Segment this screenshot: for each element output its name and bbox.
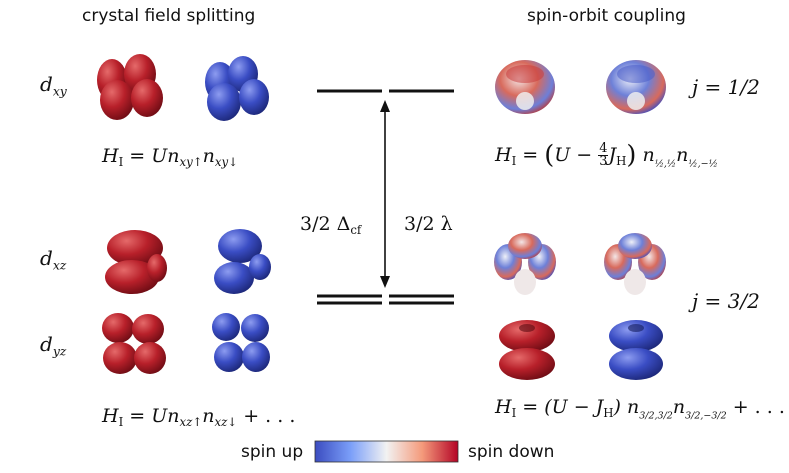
- orbital-j-three-halves-mixed-b: [604, 233, 666, 295]
- orbital-label-dxy: dxy: [40, 72, 67, 99]
- heading-spin-orbit: spin-orbit coupling: [527, 6, 686, 26]
- orbital-j-three-halves-spin-up: [609, 320, 663, 380]
- equation-spin-orbit-three-halves: HI = (U − JH) n3/2,3/2n3/2,−3/2 + . . .: [495, 396, 785, 422]
- orbital-j-three-halves-spin-down: [499, 320, 555, 380]
- orbital-dyz-spin-up: [212, 313, 270, 372]
- legend-color-bar: [314, 440, 459, 463]
- orbital-j-half-mixed-a: [495, 60, 555, 114]
- orbital-label-dxz: dxz: [40, 246, 67, 273]
- orbital-j-half-mixed-b: [606, 60, 666, 114]
- j-label-half: j = 1/2: [692, 75, 760, 99]
- orbital-dyz-spin-down: [102, 313, 166, 374]
- legend-label-spin-up: spin up: [241, 442, 304, 462]
- equation-crystal-field-xy: HI = Unxy↑nxy↓: [102, 145, 239, 170]
- orbital-label-dyz: dyz: [40, 332, 67, 359]
- energy-levels: [317, 89, 454, 305]
- orbital-j-three-halves-mixed-a: [494, 233, 556, 295]
- gap-label-spin-orbit: 3/2 λ: [404, 213, 453, 235]
- orbital-dxz-spin-up: [214, 229, 271, 294]
- orbital-dxy-spin-up: [205, 56, 269, 121]
- orbital-dxz-spin-down: [105, 230, 167, 294]
- gap-label-crystal-field: 3/2 Δcf: [300, 213, 362, 238]
- equation-crystal-field-xz: HI = Unxz↑nxz↓ + . . .: [102, 405, 296, 430]
- heading-crystal-field: crystal field splitting: [82, 6, 256, 26]
- j-label-three-halves: j = 3/2: [692, 289, 760, 313]
- gap-arrow: [380, 100, 390, 288]
- orbital-dxy-spin-down: [97, 54, 163, 120]
- legend-label-spin-down: spin down: [468, 442, 555, 462]
